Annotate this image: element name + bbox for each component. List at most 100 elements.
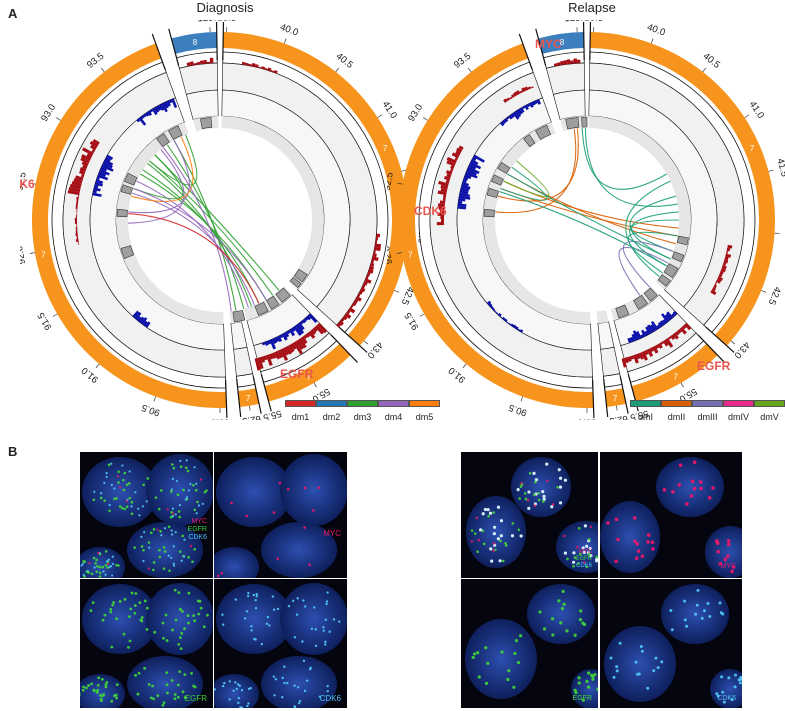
cn-bar (627, 337, 632, 344)
relapse-title: Relapse (568, 0, 616, 15)
cn-bar (306, 315, 312, 321)
fish-signal (123, 471, 127, 475)
fish-signal (250, 625, 253, 628)
fish-signal (472, 652, 477, 656)
tick-label: 55.5 (262, 407, 283, 420)
cn-bar (102, 161, 113, 169)
nucleus (604, 626, 676, 702)
fish-signal (324, 643, 327, 646)
cn-bar (442, 197, 446, 202)
cn-bar (725, 250, 729, 254)
cdk6-channel-label: CDK6 (319, 694, 341, 703)
cn-bar (77, 194, 80, 198)
dm-link (581, 128, 667, 190)
tick-mark (744, 114, 750, 118)
fish-signal (103, 499, 106, 502)
cn-bar (445, 179, 450, 184)
segment-gap (224, 379, 228, 418)
cn-bar (504, 318, 508, 322)
fish-signal (228, 698, 231, 701)
cn-bar (304, 317, 309, 322)
cn-bar (650, 324, 656, 332)
cn-bar (464, 174, 472, 179)
fish-signal (632, 516, 637, 520)
fish-signal (142, 483, 145, 487)
fish-signal (633, 539, 637, 544)
dm-block (266, 295, 280, 310)
fish-signal (110, 462, 113, 465)
cn-bar (494, 310, 497, 313)
cn-bar (74, 217, 78, 222)
fish-signal (168, 569, 171, 573)
fish-signal (110, 483, 113, 487)
dm-block (633, 294, 648, 310)
cn-bar (644, 330, 649, 336)
cn-bar (161, 102, 168, 113)
cn-bar (145, 321, 151, 328)
cn-bar (657, 321, 663, 328)
fish-signal (563, 534, 566, 538)
cn-bar (458, 200, 463, 204)
dm-block (156, 133, 170, 148)
fish-signal (528, 472, 532, 475)
merge-label-myc-relapse: MYC (578, 549, 592, 555)
cn-bar (138, 316, 145, 323)
cn-bar (510, 113, 515, 118)
fish-signal (677, 483, 682, 487)
fish-signal (670, 628, 674, 632)
cn-bar (641, 351, 648, 361)
cn-bar (721, 265, 727, 270)
fish-signal (721, 690, 725, 694)
fish-signal (612, 675, 616, 679)
cn-bar (317, 322, 328, 334)
fish-signal (172, 564, 176, 567)
cn-bar (458, 145, 464, 151)
legend-label: dm4 (384, 412, 403, 422)
legend-bar-relapse (630, 400, 785, 407)
chromosome-label: 7 (408, 250, 413, 259)
fish-signal (694, 612, 698, 616)
fish-signal (134, 491, 137, 494)
fish-signal (147, 541, 151, 544)
fish-signal (577, 681, 581, 685)
cn-bar (502, 119, 507, 125)
fish-signal (699, 486, 703, 491)
tick-mark (467, 67, 472, 73)
fish-signal (221, 623, 225, 626)
fish-signal (228, 680, 231, 683)
fish-signal (173, 588, 177, 592)
fish-signal (172, 562, 175, 565)
fish-relapse-cdk6: CDK6 (600, 579, 742, 708)
cn-bar (717, 276, 723, 282)
fish-signal (245, 610, 249, 613)
fish-signal (537, 491, 540, 495)
fish-signal (561, 589, 565, 594)
cn-bar (652, 345, 659, 354)
fish-signal (255, 595, 258, 598)
cn-bar (515, 326, 519, 330)
fish-signal (104, 550, 108, 553)
cn-bar (662, 319, 668, 325)
legend-swatch (754, 400, 785, 407)
segment-gap (535, 28, 547, 66)
fish-signal (186, 469, 190, 473)
fish-signal (92, 556, 96, 560)
fish-signal (95, 690, 99, 694)
legend-swatch (692, 400, 723, 407)
fish-signal (298, 699, 302, 703)
fish-signal (82, 573, 85, 576)
fish-signal (129, 607, 133, 611)
dm-link (128, 213, 260, 304)
fish-signal (510, 534, 515, 538)
cn-bar (132, 310, 140, 318)
fish-signal (537, 498, 541, 502)
track-ring (178, 62, 219, 95)
track-ring (600, 346, 620, 377)
fish-signal (492, 511, 495, 514)
segment-gap (338, 326, 368, 353)
cn-bar (724, 256, 729, 261)
fish-signal (117, 481, 120, 484)
fish-signal (103, 613, 107, 617)
fish-signal (562, 602, 566, 606)
cn-bar (193, 62, 198, 66)
